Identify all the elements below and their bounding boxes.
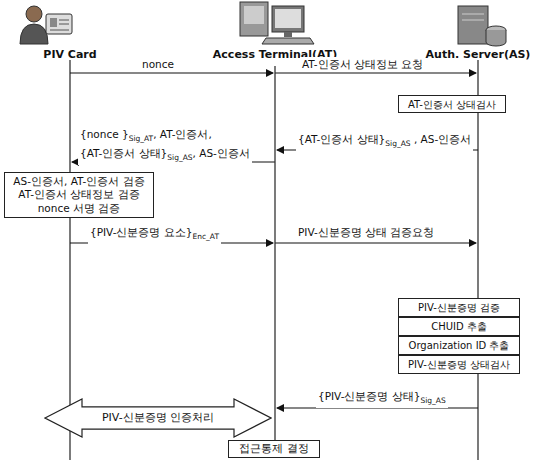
terminal-icon bbox=[240, 2, 314, 44]
process-box: PIV-신분증명 검증 bbox=[398, 298, 520, 317]
message-label: AT-인증서 상태정보 요청 bbox=[300, 57, 425, 71]
node-text: AS-인증서, AT-인증서 검증 AT-인증서 상태정보 검증 nonce 서… bbox=[9, 175, 149, 216]
node-text: PIV-신분증명 인증처리 bbox=[102, 411, 214, 425]
process-box: 접근통제 결정 bbox=[228, 440, 320, 458]
message-text: , AS-인증서 bbox=[411, 133, 472, 145]
process-box: CHUID 추출 bbox=[398, 317, 520, 336]
node-text: PIV-신분증명 상태검사 bbox=[408, 358, 510, 371]
process-box: PIV-신분증명 상태검사 bbox=[398, 355, 520, 374]
subscript: Sig_AS bbox=[420, 396, 445, 405]
double-arrow: PIV-신분증명 인증처리 bbox=[44, 398, 272, 438]
node-text: 접근통제 결정 bbox=[239, 442, 308, 456]
process-box: AS-인증서, AT-인증서 검증 AT-인증서 상태정보 검증 nonce 서… bbox=[4, 172, 154, 218]
node-text: AT-인증서 상태검사 bbox=[408, 98, 496, 111]
message-text: {nonce } bbox=[80, 128, 129, 140]
node-text: Organization ID 추출 bbox=[409, 339, 510, 352]
lifeline bbox=[274, 66, 275, 440]
message-label: {PIV-신분증명 요소}Enc_AT bbox=[88, 225, 221, 244]
node-text: Auth. Server(AS) bbox=[426, 48, 531, 62]
subscript: Sig_AS bbox=[385, 139, 410, 148]
message-text: PIV-신분증명 상태 검증요청 bbox=[298, 226, 434, 238]
message-text: {AT-인증서 상태} bbox=[298, 133, 385, 145]
lifeline bbox=[69, 60, 70, 460]
message-text: {PIV-신분증명 상태} bbox=[318, 390, 420, 402]
message-text: , AT-인증서, bbox=[153, 128, 212, 140]
message-text: , AS-인증서 bbox=[193, 147, 250, 159]
node-text: PIV-신분증명 검증 bbox=[418, 301, 500, 314]
subscript: Enc_AT bbox=[192, 232, 219, 241]
node-text: CHUID 추출 bbox=[431, 320, 487, 333]
person-icon bbox=[20, 6, 72, 44]
process-box: Organization ID 추출 bbox=[398, 336, 520, 355]
message-text: AT-인증서 상태정보 요청 bbox=[302, 58, 423, 70]
message-text: {PIV-신분증명 요소} bbox=[90, 226, 192, 238]
subscript: Sig_AT bbox=[129, 134, 154, 143]
node-text: PIV Card bbox=[43, 48, 96, 62]
subscript: Sig_AS bbox=[167, 153, 192, 162]
message-text: nonce bbox=[142, 58, 174, 70]
server-icon bbox=[458, 6, 506, 46]
process-box: AT-인증서 상태검사 bbox=[398, 95, 506, 113]
message-label: {AT-인증서 상태}Sig_AS , AS-인증서 bbox=[296, 132, 473, 151]
actor-label: PIV Card bbox=[25, 46, 115, 64]
actor-label: Auth. Server(AS) bbox=[420, 46, 536, 64]
message-label: {nonce }Sig_AT, AT-인증서, {AT-인증서 상태}Sig_AS… bbox=[78, 127, 252, 165]
message-label: {PIV-신분증명 상태}Sig_AS bbox=[316, 389, 448, 408]
message-label: nonce bbox=[140, 57, 176, 71]
message-text: {AT-인증서 상태} bbox=[80, 147, 167, 159]
lifeline bbox=[477, 60, 478, 460]
message-label: PIV-신분증명 상태 검증요청 bbox=[296, 225, 436, 239]
